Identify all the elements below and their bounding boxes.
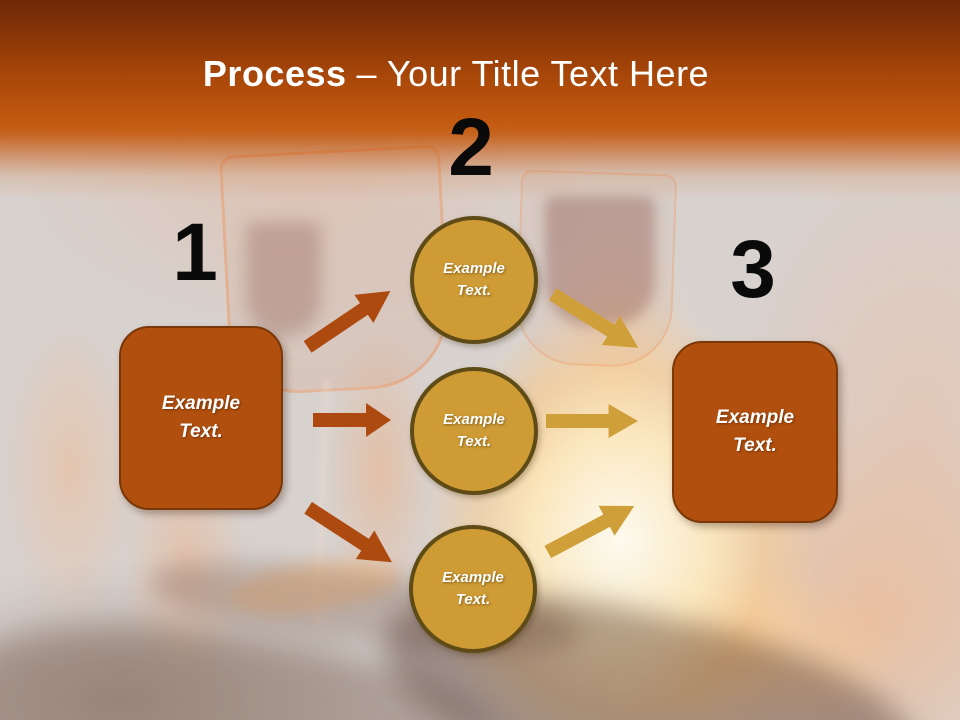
step-2-circle-top-label: Example Text.: [443, 259, 505, 300]
header-band: [0, 0, 960, 200]
step-2-circle-bottom: Example Text.: [409, 525, 537, 653]
step-3-number: 3: [730, 224, 776, 315]
step-2-circle-top: Example Text.: [410, 216, 538, 344]
connector-arrow-circle-top-to-box3: [543, 279, 648, 363]
step-2-circle-middle-label: Example Text.: [443, 410, 505, 451]
step-1-label: Example Text.: [161, 393, 241, 442]
title-bold-text: Process: [202, 53, 347, 94]
step-3-label: Example Text.: [715, 407, 795, 456]
step-2-circle-middle: Example Text.: [410, 367, 538, 495]
step-2-circle-bottom-label: Example Text.: [442, 568, 504, 609]
step-3-box: Example Text.: [672, 341, 838, 523]
title-regular-text: – Your Title Text Here: [356, 53, 710, 94]
step-1-box: Example Text.: [119, 326, 283, 510]
step-2-number: 2: [448, 102, 494, 193]
connector-arrow-box1-to-circle-middle: [313, 402, 391, 438]
connector-arrow-circle-middle-to-box3: [546, 403, 638, 439]
step-1-number: 1: [172, 207, 218, 298]
wine-tint-left: [246, 222, 321, 337]
connector-arrow-circle-bottom-to-box3: [539, 490, 642, 568]
connector-arrow-box1-to-circle-bottom: [298, 493, 401, 578]
page-title: Process– Your Title Text Here: [0, 52, 960, 96]
connector-arrow-box1-to-circle-top: [297, 276, 400, 362]
